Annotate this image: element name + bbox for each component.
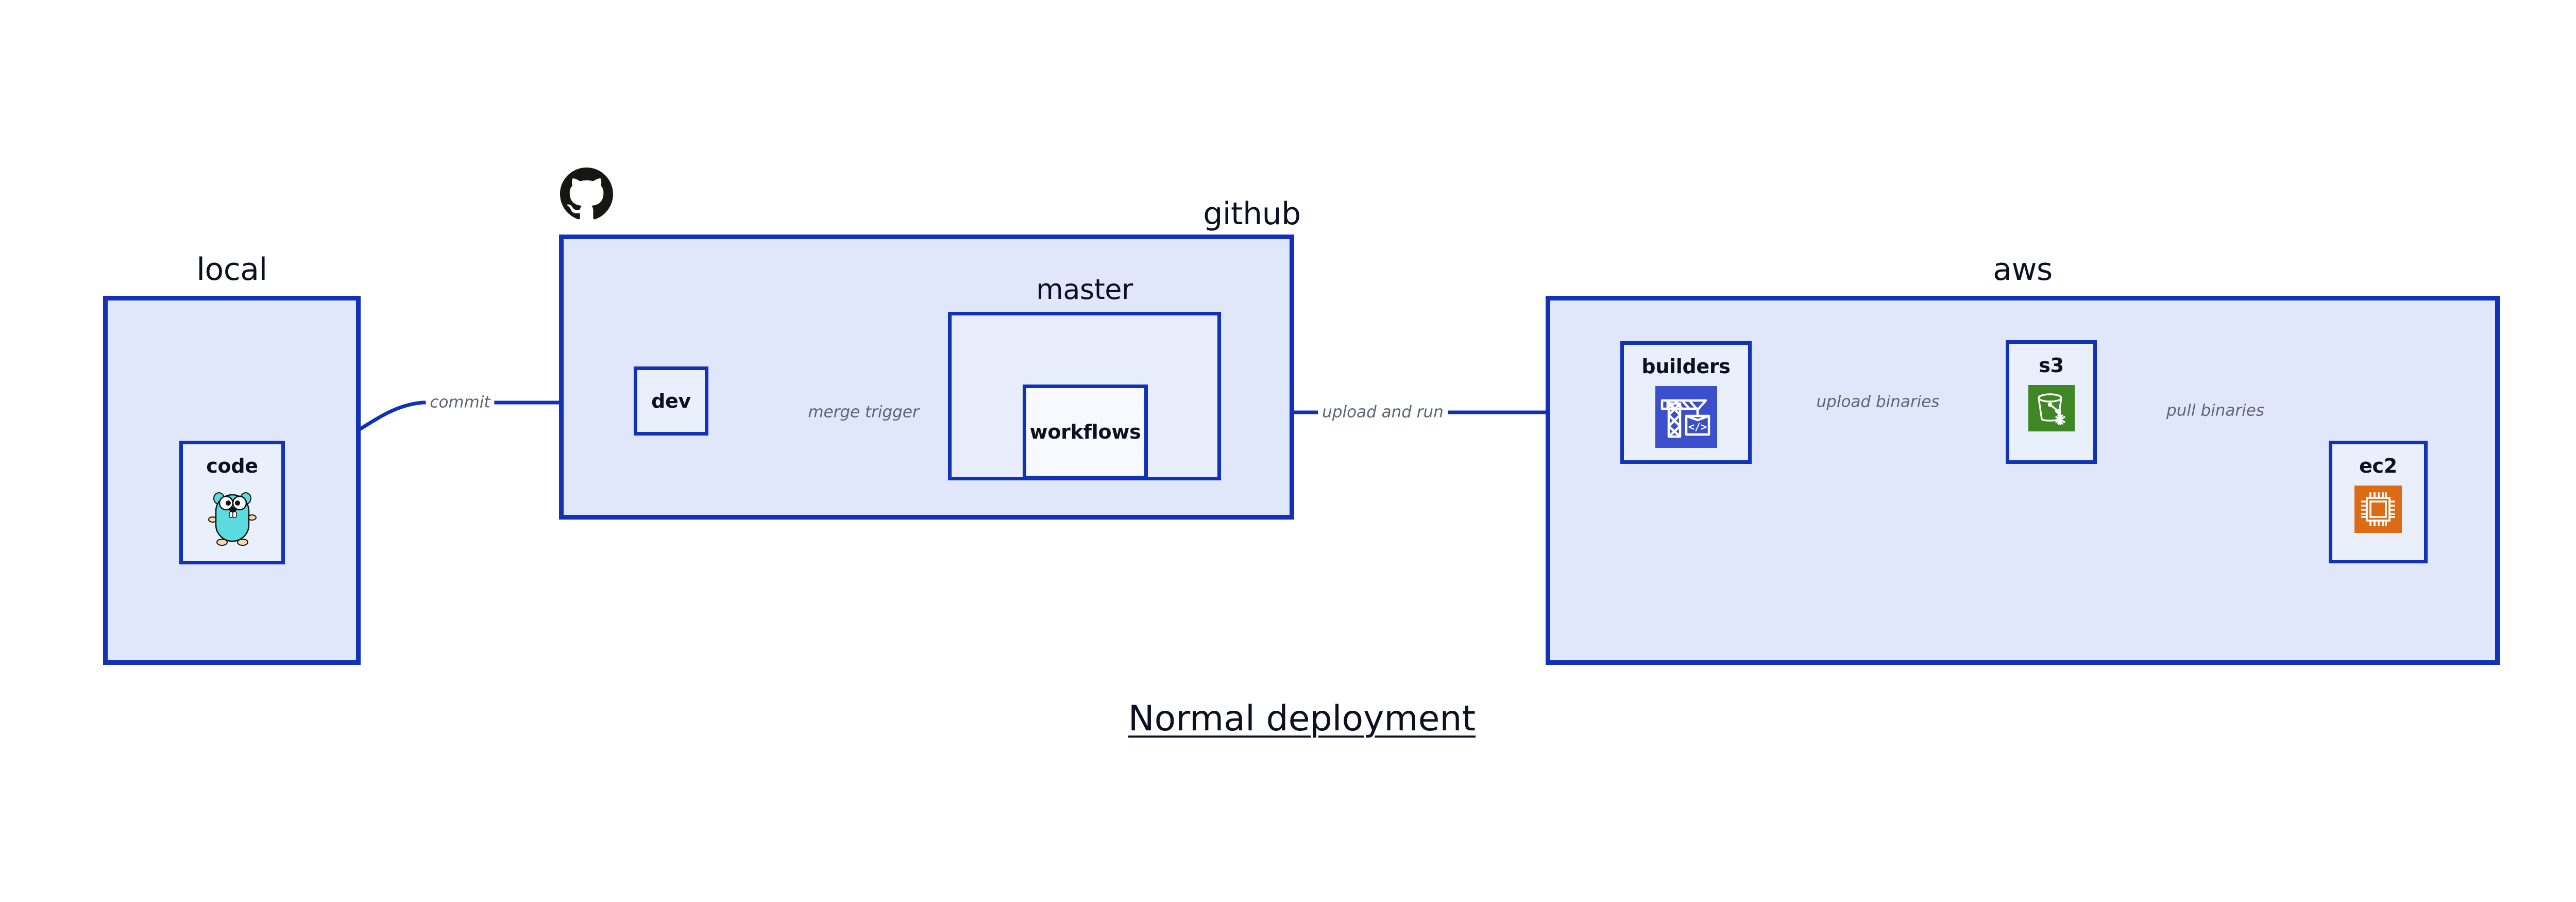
edge-label-upload-and-run: upload and run (1318, 404, 1448, 421)
edge-label-merge-trigger: merge trigger (804, 404, 923, 421)
diagram-title: Normal deployment (1128, 698, 1476, 739)
group-label-aws: aws (1993, 252, 2053, 288)
node-dev[interactable]: dev (634, 366, 708, 436)
github-logo-icon (560, 168, 614, 223)
group-label-github: github (1203, 196, 1301, 232)
group-label-master: master (1036, 273, 1133, 306)
node-ec2-label: ec2 (2359, 455, 2397, 477)
edge-label-commit: commit (426, 394, 495, 411)
node-builders[interactable]: builders < (1620, 341, 1752, 464)
aws-s3-glacier-bucket-icon (2028, 385, 2075, 433)
aws-crane-code-icon: </> (1655, 386, 1717, 450)
node-s3[interactable]: s3 (2006, 340, 2097, 464)
node-code-label: code (206, 455, 258, 477)
node-workflows-label: workflows (1029, 421, 1141, 443)
go-gopher-icon (208, 486, 257, 549)
node-workflows[interactable]: workflows (1023, 385, 1148, 479)
edge-label-pull-binaries: pull binaries (2162, 403, 2268, 419)
node-ec2[interactable]: ec2 (2329, 441, 2428, 563)
edge-label-upload-binaries: upload binaries (1812, 394, 1944, 410)
aws-ec2-chip-icon (2354, 486, 2402, 535)
node-dev-label: dev (651, 390, 691, 412)
node-builders-label: builders (1641, 355, 1731, 378)
svg-text:</>: </> (1688, 421, 1706, 433)
node-code[interactable]: code (179, 441, 285, 564)
group-label-local: local (196, 252, 267, 288)
node-s3-label: s3 (2039, 354, 2064, 377)
